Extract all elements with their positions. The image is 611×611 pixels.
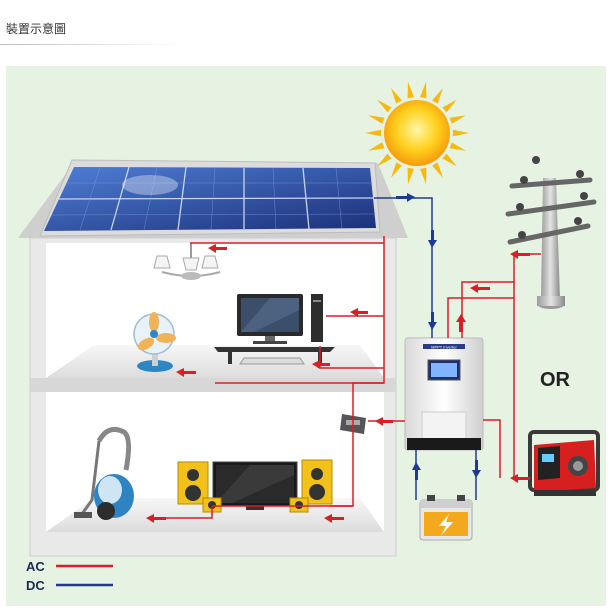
sun-ray: [368, 115, 385, 124]
sun-ray: [449, 142, 466, 151]
or-label: OR: [540, 369, 571, 391]
legend: AC DC: [26, 559, 113, 593]
inverter-brand-label: MPPT Inverter: [431, 345, 457, 350]
sun-ray: [365, 129, 382, 137]
sun-ray: [442, 153, 457, 167]
sun-ray: [377, 153, 392, 167]
battery-icon: [419, 495, 473, 541]
sun-ray: [407, 167, 414, 185]
sun-ray: [391, 87, 402, 104]
ac-arrows: [146, 244, 530, 523]
sun-ray: [377, 99, 392, 113]
sun-ray: [452, 129, 469, 137]
tv-icon: [212, 461, 298, 510]
vacuum-icon: [74, 427, 134, 520]
page-title: 裝置示意圖: [6, 22, 67, 36]
generator-icon: [528, 430, 600, 496]
sun-ray: [449, 115, 466, 124]
utility-pole-icon: [505, 156, 597, 309]
legend-dc-label: DC: [26, 578, 45, 593]
sun-ray: [368, 142, 385, 151]
sun-ray: [420, 167, 427, 185]
title-divider: [0, 44, 182, 45]
legend-ac-label: AC: [26, 559, 45, 574]
computer-icon: [214, 294, 335, 365]
sun-icon: [365, 81, 469, 185]
fan-icon: [133, 312, 176, 372]
inverter-icon: MPPT Inverter: [404, 337, 484, 451]
chandelier-icon: [153, 243, 221, 280]
sun-ray: [432, 87, 443, 104]
solar-panel-icon: [39, 159, 381, 237]
dc-arrows: [396, 193, 481, 480]
sun-ray: [442, 99, 457, 113]
sun-ray: [407, 81, 414, 99]
sun-ray: [420, 81, 427, 99]
sun-ray: [391, 162, 402, 179]
sun-ray: [432, 162, 443, 179]
